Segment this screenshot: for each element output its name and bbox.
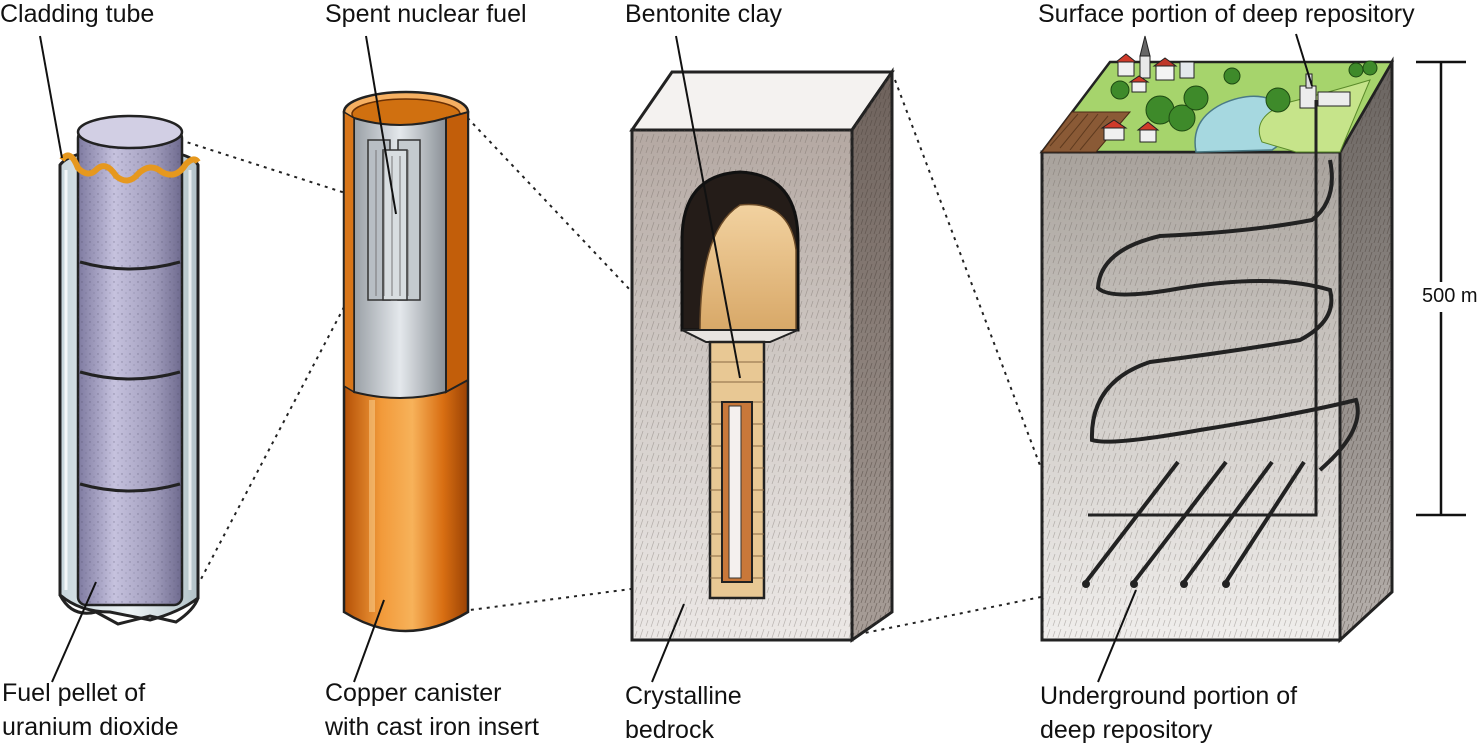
- label-depth-scale: 500 m: [1422, 285, 1478, 307]
- label-copper-canister-line2: with cast iron insert: [325, 713, 539, 741]
- label-bedrock-line1: Crystalline: [625, 682, 742, 710]
- label-cladding-tube: Cladding tube: [0, 0, 155, 28]
- repository-level-outline: [1088, 445, 1318, 517]
- leader-fuel-pellet: [51, 581, 97, 683]
- label-spent-fuel: Spent nuclear fuel: [325, 0, 527, 28]
- tunnel-bentonite-backfill: [699, 203, 797, 331]
- cladding-tube-rim: [59, 152, 201, 184]
- leader-lines: [39, 33, 1313, 683]
- connector-pellet-bottom: [189, 211, 395, 601]
- leader-bentonite: [675, 35, 741, 379]
- fuel-assembly-channels: [367, 139, 421, 301]
- label-underground-line2: deep repository: [1040, 716, 1213, 744]
- label-underground-line1: Underground portion of: [1040, 682, 1298, 710]
- deposition-tunnels: [1084, 460, 1306, 584]
- village-buildings: [1100, 35, 1351, 143]
- bedrock-block-illustration: [629, 67, 895, 643]
- leader-spent-fuel: [365, 35, 397, 215]
- trees: [1110, 60, 1378, 132]
- connector-canister-top: [461, 111, 633, 293]
- label-bentonite: Bentonite clay: [625, 0, 783, 28]
- leader-cladding-tube: [39, 35, 63, 159]
- label-copper-canister-line1: Copper canister: [325, 679, 502, 707]
- label-fuel-pellet-line1: Fuel pellet of: [2, 679, 146, 707]
- label-surface-portion: Surface portion of deep repository: [1038, 0, 1415, 28]
- copper-canister-illustration: [342, 90, 470, 633]
- leader-underground: [1097, 589, 1137, 683]
- label-bedrock-line2: bedrock: [625, 716, 714, 744]
- fuel-rod-illustration: [58, 114, 201, 626]
- farmland: [1041, 111, 1132, 153]
- leader-copper-canister: [353, 599, 385, 683]
- leader-surface-portion: [1295, 33, 1313, 87]
- deep-repository-illustration: [1039, 35, 1395, 644]
- fuel-pellet-top: [76, 114, 184, 150]
- leader-bedrock: [651, 603, 685, 683]
- label-fuel-pellet-line2: uranium dioxide: [2, 713, 179, 741]
